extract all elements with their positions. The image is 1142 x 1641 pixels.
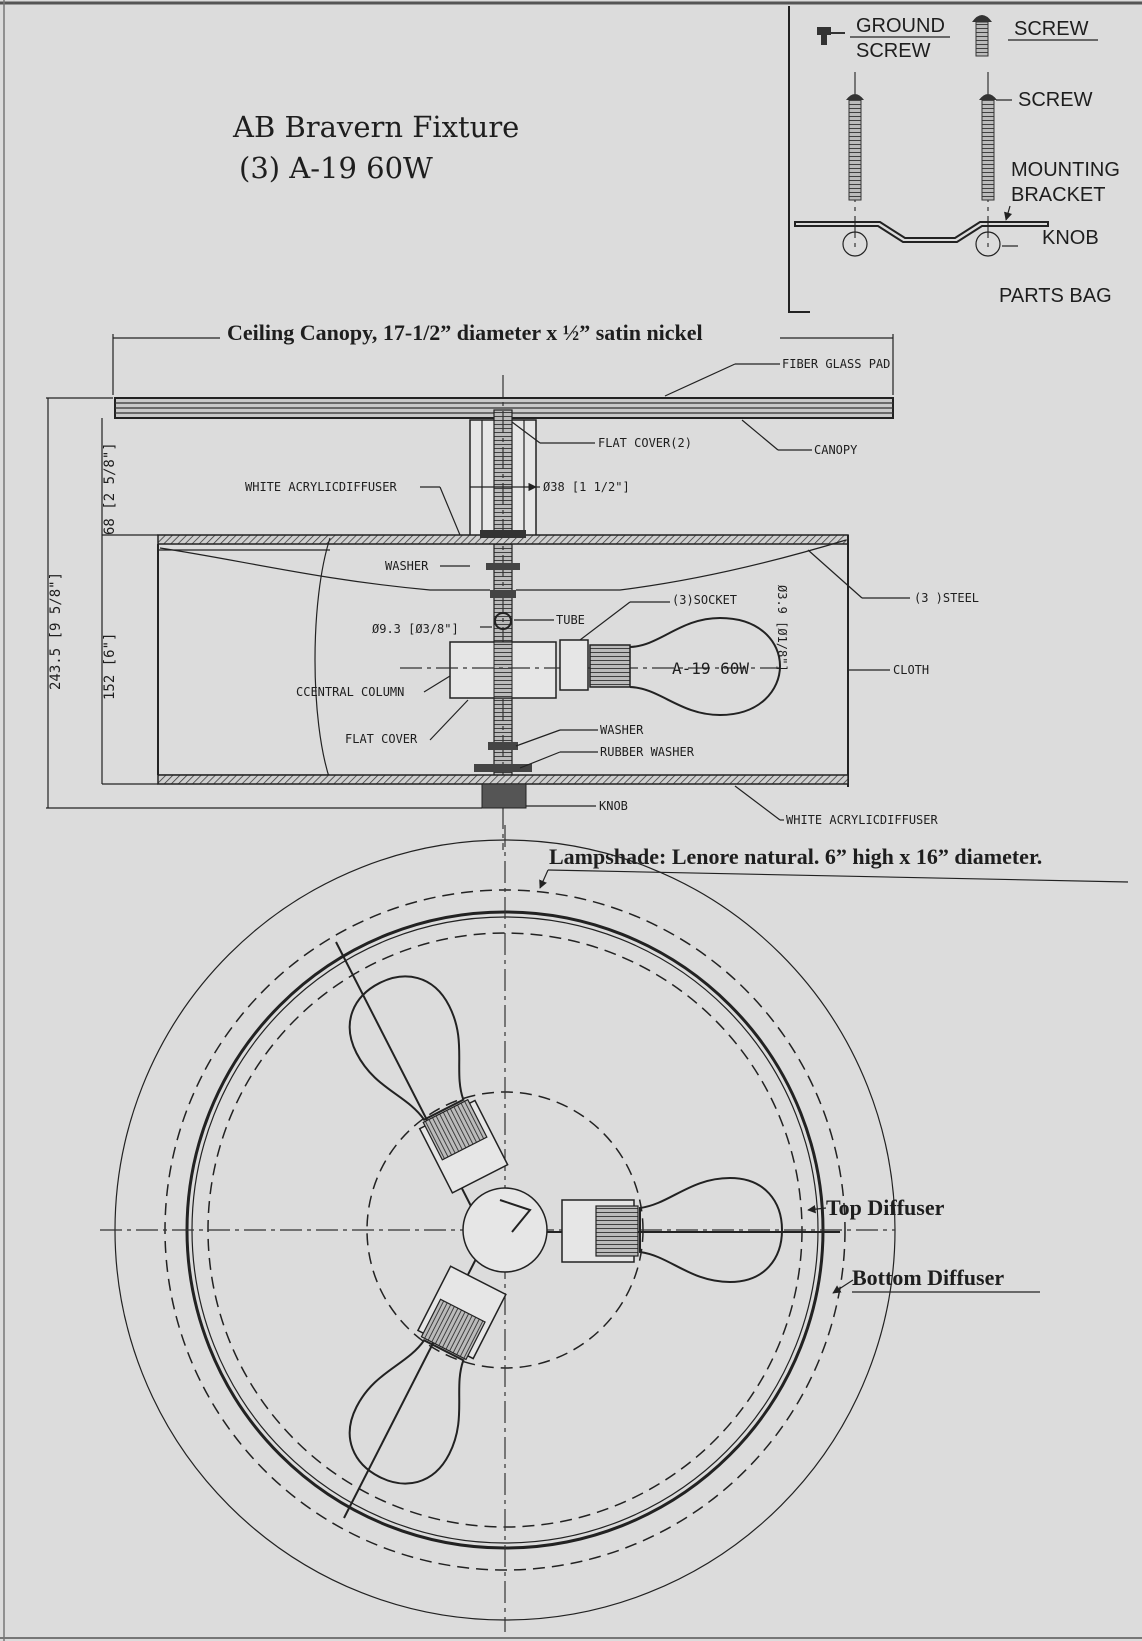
bottom-diffuser-label: Bottom Diffuser (852, 1265, 1004, 1290)
screw-label-top: SCREW (1014, 18, 1089, 40)
center-hub (462, 1187, 548, 1273)
fiber-glass-pad-label: FIBER GLASS PAD (782, 357, 890, 371)
dia-39-label: Ø3.9 [Ø1/8"] (775, 585, 789, 672)
dim-152-label: 152 [6"] (102, 633, 118, 700)
parts-bag-caption: PARTS BAG (999, 285, 1112, 307)
knob-label: KNOB (1042, 227, 1099, 249)
steel-label: (3 )STEEL (914, 591, 979, 605)
canopy-heading: Ceiling Canopy, 17-1/2” diameter x ½” sa… (227, 320, 703, 345)
tube-label: TUBE (556, 613, 585, 627)
white-acrylic-bottom-label: WHITE ACRYLICDIFFUSER (786, 813, 938, 827)
rubber-washer-label: RUBBER WASHER (600, 745, 695, 759)
mounting-bracket-shape (794, 221, 1049, 243)
plan-view-drawing: Lampshade: Lenore natural. 6” high x 16”… (100, 825, 1129, 1632)
screw-icon (972, 15, 992, 57)
bulb-southwest (348, 1265, 507, 1485)
long-screw-left-icon (846, 94, 864, 201)
white-acrylic-top-label: WHITE ACRYLICDIFFUSER (245, 480, 397, 494)
ground-screw-label-2: SCREW (856, 40, 931, 62)
bulb-label: A-19 60W (672, 659, 749, 678)
knob-left-icon (842, 231, 868, 257)
title-line-2: (3) A-19 60W (239, 151, 433, 185)
cloth-label: CLOTH (893, 663, 929, 677)
flat-cover-2-label: FLAT COVER(2) (598, 436, 692, 450)
bracket-label: BRACKET (1011, 184, 1105, 206)
ground-screw-icon (817, 27, 845, 45)
socket-label: (3)SOCKET (672, 593, 737, 607)
title-line-1: AB Bravern Fixture (232, 110, 519, 144)
lampshade-heading: Lampshade: Lenore natural. 6” high x 16”… (549, 844, 1042, 869)
bulb-base (589, 644, 631, 688)
knob-right-icon (975, 231, 1001, 257)
bulb-east (561, 1176, 784, 1284)
long-screw-right-icon (979, 94, 997, 201)
dim-total-label: 243.5 [9 5/8"] (48, 572, 64, 690)
bulb-outline (629, 616, 782, 717)
bulb-northwest (348, 975, 509, 1194)
washer-bottom-label: WASHER (600, 723, 644, 737)
dia-38-label: Ø38 [1 1/2"] (543, 480, 630, 494)
knob-label-side: KNOB (599, 799, 628, 813)
tube-section (494, 612, 512, 630)
ground-screw-label: GROUND (856, 15, 945, 37)
dia-93-label: Ø9.3 [Ø3/8"] (372, 622, 459, 636)
knob-shape (481, 783, 527, 809)
mounting-label: MOUNTING (1011, 159, 1120, 181)
flat-cover-label: FLAT COVER (345, 732, 418, 746)
central-column-label: CCENTRAL COLUMN (296, 685, 404, 699)
washer-top-label: WASHER (385, 559, 429, 573)
canopy-label: CANOPY (814, 443, 858, 457)
socket-shell (559, 639, 589, 691)
screw-label-mid: SCREW (1018, 89, 1093, 111)
parts-bag-box: GROUND SCREW SCREW SCREW MOUNTING BRACKE… (788, 6, 1120, 313)
top-diffuser-label: Top Diffuser (826, 1195, 945, 1220)
side-view-drawing: Ceiling Canopy, 17-1/2” diameter x ½” sa… (46, 320, 979, 850)
dim-68-label: 68 [2 5/8"] (102, 442, 118, 535)
bottom-diffuser-plate (157, 774, 849, 785)
